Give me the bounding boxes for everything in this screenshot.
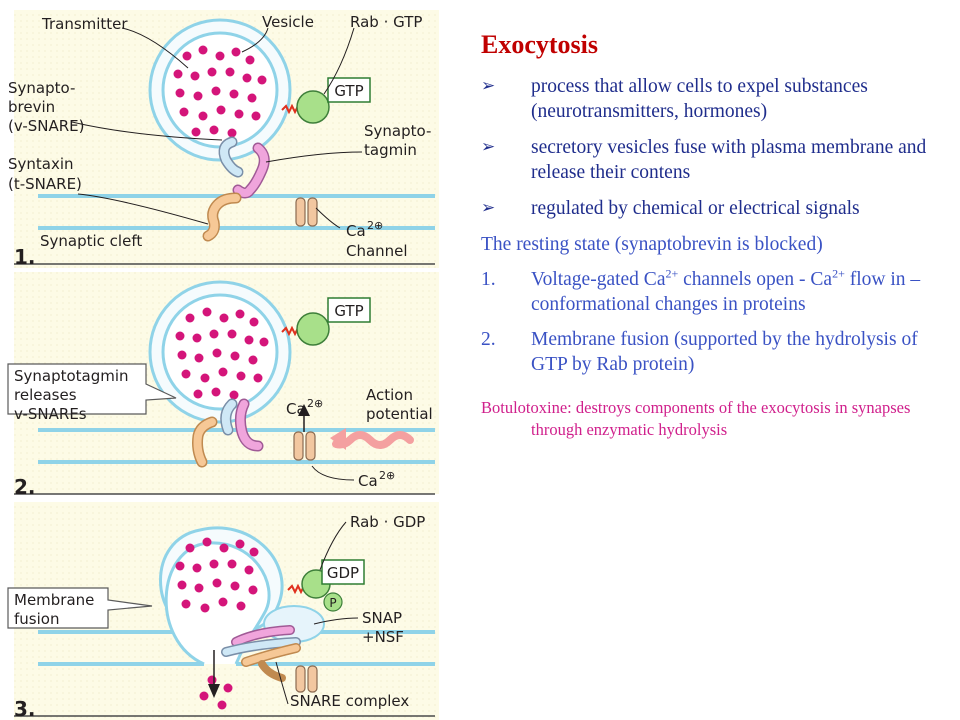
transmitter-dots [175, 307, 269, 400]
step-text-a: Voltage-gated Ca [531, 269, 666, 290]
callout-membrane-fusion: Membrane fusion [7, 587, 153, 629]
callout-synaptotagmin-releases: Synaptotagmin releases v-SNAREs [7, 363, 177, 423]
synaptobrevin-label-1: Synapto- [8, 79, 75, 97]
release-arrow [208, 684, 220, 698]
ca-bottom-label: Ca [358, 472, 378, 490]
snap-label-1: SNAP [362, 609, 402, 627]
step-1: 1. Voltage-gated Ca2+ channels open - Ca… [481, 267, 941, 317]
bullet-item: ➢ process that allow cells to expel subs… [481, 74, 941, 124]
step-2: 2. Membrane fusion (supported by the hyd… [481, 327, 941, 377]
ca-top-label: Ca [286, 400, 306, 418]
action-potential-arrow [332, 431, 414, 449]
synaptobrevin-label-2: brevin [8, 98, 55, 116]
transmitter-label: Transmitter [41, 15, 128, 33]
superscript: 2+ [832, 266, 845, 281]
ca-label: Ca [346, 222, 366, 240]
gtp-label: GTP [334, 82, 363, 100]
action-label-2: potential [366, 405, 433, 423]
exocytosis-diagram: GTP Transmitter Vesicle Rab · GTP Synapt… [7, 10, 439, 720]
snare-complex-label: SNARE complex [290, 692, 409, 710]
resting-state-text: The resting state (synaptobrevin is bloc… [481, 234, 823, 255]
callout-line-2: fusion [14, 610, 59, 628]
callout-line-2: releases [14, 386, 77, 404]
snare-complex [221, 625, 301, 682]
step-text-b: channels open - Ca [678, 269, 833, 290]
synaptobrevin-label-3: (v-SNARE) [8, 117, 85, 135]
panel-1: GTP Transmitter Vesicle Rab · GTP Synapt… [8, 10, 439, 269]
rab-protein [296, 90, 330, 124]
panel-2-number: 2. [14, 475, 36, 499]
notes-panel: Exocytosis ➢ process that allow cells to… [481, 26, 941, 441]
step-text: Membrane fusion (supported by the hydrol… [531, 329, 918, 375]
rab-protein [296, 312, 330, 346]
step-number: 1. [481, 269, 496, 290]
bullet-text: regulated by chemical or electrical sign… [531, 198, 860, 219]
gtp-box [327, 297, 371, 323]
vesicle-label: Vesicle [262, 13, 314, 31]
ca-charge: 2⊕ [367, 219, 383, 232]
callout-line-1: Membrane [14, 591, 94, 609]
syntaxin-label-2: (t-SNARE) [8, 175, 82, 193]
ca-channel [295, 665, 318, 693]
gdp-box [321, 559, 365, 585]
botulotoxine-note: Botulotoxine: destroys components of the… [481, 398, 911, 439]
ca-influx-arrow [298, 404, 310, 416]
slide-title: Exocytosis [481, 30, 598, 59]
panel-2: GTP Synaptotagmin releases v-SNAREs Ca 2… [7, 272, 439, 499]
synaptotagmin-label-1: Synapto- [364, 122, 431, 140]
action-label-1: Action [366, 386, 413, 404]
synaptotagmin-label-2: tagmin [364, 141, 417, 159]
bullet-text: process that allow cells to expel substa… [531, 76, 868, 122]
synaptic-cleft-label: Synaptic cleft [40, 232, 142, 250]
bullet-item: ➢ regulated by chemical or electrical si… [481, 196, 941, 221]
ca-channel [295, 197, 318, 227]
panel-3-number: 3. [14, 697, 36, 720]
superscript: 2+ [665, 266, 679, 281]
callout-line-1: Synaptotagmin [14, 367, 129, 385]
gdp-label: GDP [327, 564, 359, 582]
step-text-c: flow in – conformational changes in prot… [531, 269, 921, 315]
rab-gdp-label: Rab · GDP [350, 513, 425, 531]
arrow-bullet-icon: ➢ [481, 198, 496, 218]
snap-label-2: +NSF [362, 628, 404, 646]
ca-bottom-charge: 2⊕ [379, 469, 395, 482]
step-number: 2. [481, 329, 496, 350]
ca-channel [293, 431, 316, 461]
arrow-bullet-icon: ➢ [481, 76, 496, 96]
syntaxin-label-1: Syntaxin [8, 155, 74, 173]
channel-label: Channel [346, 242, 408, 260]
bullet-item: ➢ secretory vesicles fuse with plasma me… [481, 135, 941, 185]
gtp-label: GTP [334, 302, 363, 320]
panel-1-number: 1. [14, 245, 36, 269]
ca-top-charge: 2⊕ [307, 397, 323, 410]
panel-3: GDP P Membrane fusion Ra [7, 502, 439, 720]
transmitter-dots [173, 45, 267, 138]
callout-line-3: v-SNAREs [14, 405, 87, 423]
gtp-box [327, 77, 371, 103]
bullet-text: secretory vesicles fuse with plasma memb… [531, 137, 927, 183]
arrow-bullet-icon: ➢ [481, 137, 496, 157]
rab-gtp-label: Rab · GTP [350, 13, 422, 31]
phosphate [323, 592, 343, 612]
phosphate-label: P [329, 596, 336, 610]
